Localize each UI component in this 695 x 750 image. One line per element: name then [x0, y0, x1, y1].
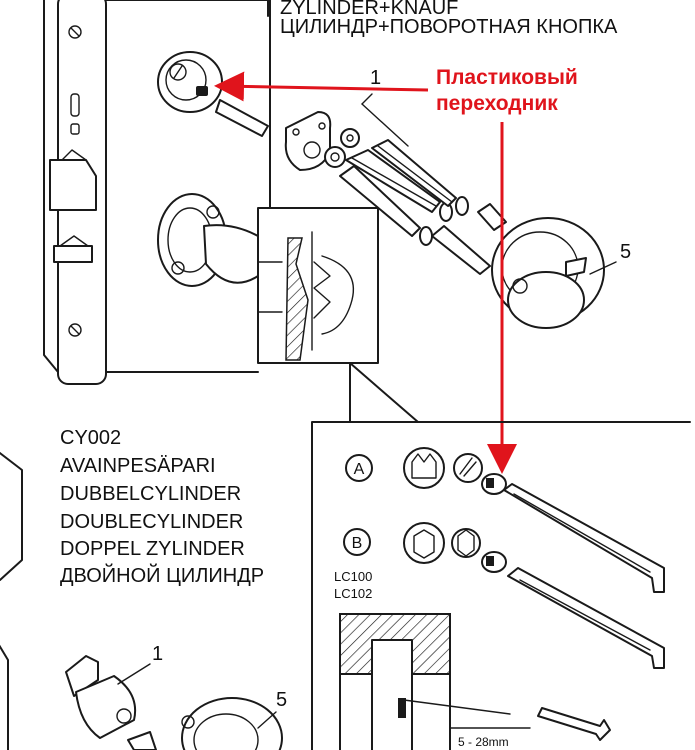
cylinder-profile-a	[403, 447, 445, 489]
callout-1-top: 1	[361, 67, 409, 147]
plastic-adapter-a	[481, 473, 507, 495]
washer-set	[324, 128, 360, 168]
model-lc102: LC102	[334, 586, 372, 601]
dimension-label: 5 - 28mm	[458, 735, 509, 749]
svg-text:AVAINPESÄPARI: AVAINPESÄPARI	[60, 455, 216, 477]
detail-panel: A B	[311, 421, 691, 750]
section-detail-box	[257, 207, 379, 364]
option-a-label: A	[354, 461, 365, 478]
option-a-marker	[345, 454, 373, 482]
adapter-profile-b	[451, 528, 481, 558]
fixing-bolt	[431, 203, 507, 275]
mounting-plate	[284, 111, 332, 171]
caption-line-1: ZYLINDER+KNAUF	[280, 0, 458, 19]
svg-text:DOUBLECYLINDER: DOUBLECYLINDER	[60, 511, 243, 533]
plastic-adapter-annotation: Пластиковый переходник	[214, 66, 578, 474]
lock-body-lower	[0, 451, 23, 750]
svg-text:переходник: переходник	[436, 92, 558, 115]
svg-text:ДВОЙНОЙ ЦИЛИНДР: ДВОЙНОЙ ЦИЛИНДР	[60, 563, 264, 587]
rosette-part-5-lower	[181, 697, 283, 750]
svg-text:1: 1	[370, 67, 381, 89]
fixing-bolt	[339, 165, 433, 246]
tail-piece-top	[215, 99, 269, 137]
tail-piece-loose	[537, 707, 611, 741]
lock-body	[43, 0, 271, 385]
cylinder-rose	[157, 51, 223, 113]
handle-rose	[157, 193, 259, 287]
svg-text:5: 5	[620, 241, 631, 263]
cylinder-profile-b	[403, 522, 445, 564]
svg-text:Пластиковый: Пластиковый	[436, 66, 578, 89]
svg-text:1: 1	[152, 643, 163, 665]
svg-text:DOPPEL ZYLINDER: DOPPEL ZYLINDER	[60, 538, 245, 560]
adapter-profile-a	[453, 453, 483, 483]
tail-piece-b	[507, 567, 665, 669]
option-b-label: B	[352, 535, 363, 552]
red-arrow-left	[214, 71, 429, 102]
door-section-view	[339, 613, 531, 750]
rosette-part-5	[491, 217, 605, 329]
caption-line-2: ЦИЛИНДР+ПОВОРОТНАЯ КНОПКА	[280, 16, 618, 38]
model-lc100: LC100	[334, 569, 372, 584]
tail-piece-a	[503, 483, 665, 593]
callout-5-bottom: 5	[257, 689, 287, 729]
double-cylinder	[65, 655, 157, 750]
callout-5-top: 5	[589, 241, 631, 275]
plastic-adapter-b	[481, 551, 507, 573]
svg-text:CY002: CY002	[60, 427, 121, 449]
callout-1-bottom: 1	[117, 643, 163, 685]
fixing-bolt	[345, 149, 453, 222]
option-b-marker	[343, 528, 371, 556]
svg-text:5: 5	[276, 689, 287, 711]
fixing-bolt	[371, 139, 469, 216]
svg-text:DUBBELCYLINDER: DUBBELCYLINDER	[60, 483, 241, 505]
cy002-caption: CY002 AVAINPESÄPARI DUBBELCYLINDER DOUBL…	[60, 427, 264, 587]
